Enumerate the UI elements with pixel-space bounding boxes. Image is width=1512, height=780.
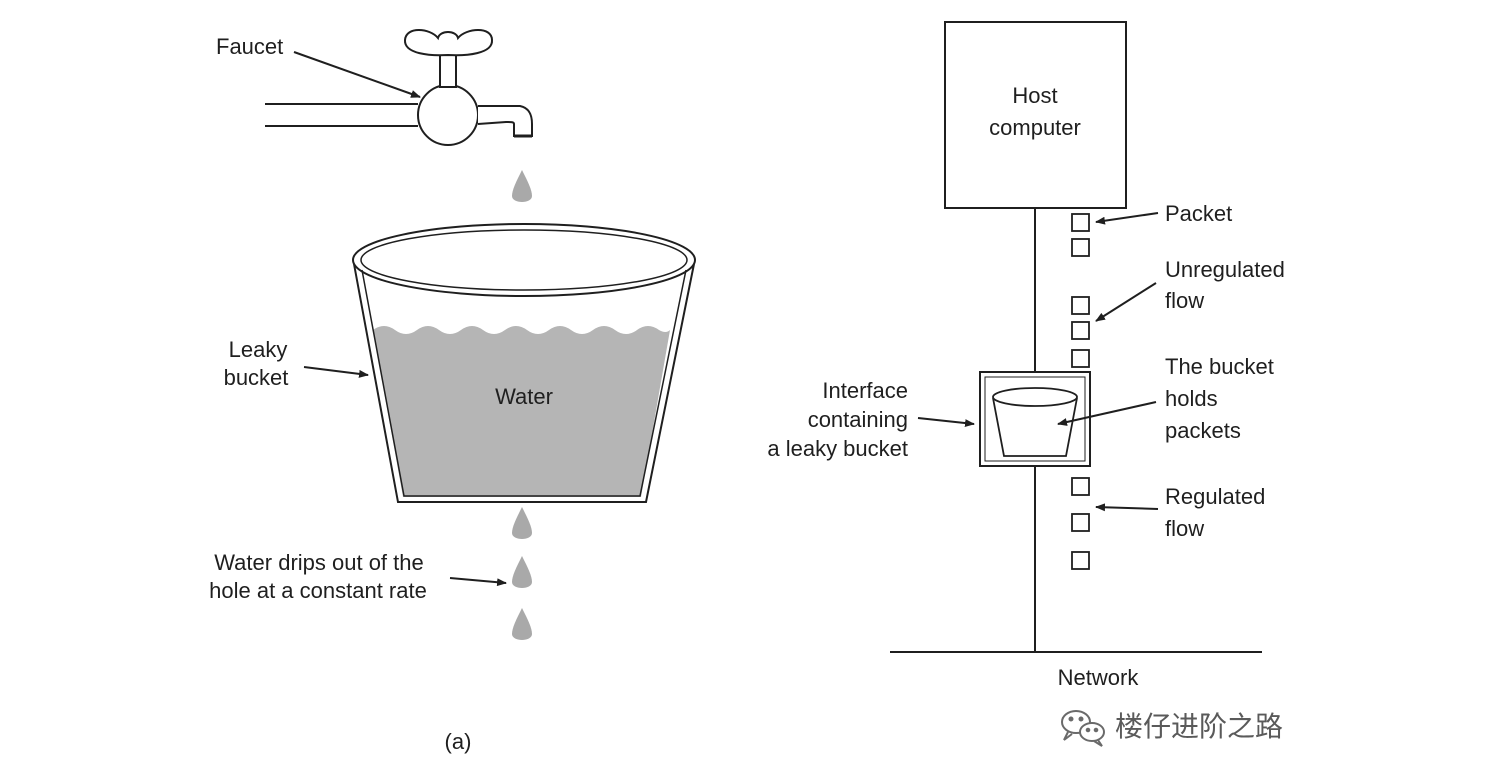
host-label-line2: computer	[989, 115, 1081, 140]
watermark-text: 楼仔进阶之路	[1115, 711, 1283, 742]
bucket-holds-label-line1: The bucket	[1165, 354, 1274, 379]
water-label: Water	[495, 384, 553, 409]
drips-arrow	[449, 577, 507, 587]
right-figure: Host computer Network Packe	[767, 21, 1285, 690]
leaky-bucket-label-line2: bucket	[224, 365, 289, 390]
water-drop-icon	[512, 507, 532, 539]
host-computer-box	[944, 21, 1127, 209]
network-label: Network	[1058, 665, 1140, 690]
packet	[1071, 321, 1090, 340]
interface-label-line1: Interface	[822, 378, 908, 403]
small-bucket-icon	[992, 387, 1078, 457]
bucket-holds-arrow	[1057, 401, 1157, 426]
faucet-arrow	[293, 51, 421, 98]
watermark: 楼仔进阶之路	[1061, 710, 1283, 747]
regulated-label-line2: flow	[1165, 516, 1204, 541]
unregulated-label-line1: Unregulated	[1165, 257, 1285, 282]
bucket-holds-label-line3: packets	[1165, 418, 1241, 443]
host-label-line1: Host	[1012, 83, 1057, 108]
leaky-bucket-label-line1: Leaky	[229, 337, 288, 362]
unregulated-arrow	[1095, 282, 1157, 322]
packet	[1071, 513, 1090, 532]
leaky-bucket-icon	[352, 223, 696, 503]
faucet-icon	[265, 29, 533, 146]
regulated-packets	[1071, 477, 1090, 570]
regulated-label-line1: Regulated	[1165, 484, 1265, 509]
wechat-icon	[1061, 710, 1105, 747]
bucket-holds-label-line2: holds	[1165, 386, 1218, 411]
packet	[1071, 477, 1090, 496]
packet	[1071, 238, 1090, 257]
left-figure: Faucet Water Leaky bucket Water drips ou…	[209, 29, 696, 754]
faucet-label: Faucet	[216, 34, 283, 59]
drips-label-line2: hole at a constant rate	[209, 578, 427, 603]
water-drop-icon	[512, 556, 532, 588]
water-fill	[373, 326, 670, 497]
regulated-arrow	[1095, 503, 1159, 512]
interface-arrow	[917, 417, 975, 428]
interface-label-line2: containing	[808, 407, 908, 432]
packet	[1071, 349, 1090, 368]
unregulated-label-line2: flow	[1165, 288, 1204, 313]
packet-label: Packet	[1165, 201, 1232, 226]
unregulated-packets	[1071, 213, 1090, 368]
water-drop-icon	[512, 170, 532, 202]
packet	[1071, 213, 1090, 232]
packet-arrow	[1095, 212, 1159, 225]
figure-caption: (a)	[445, 729, 472, 754]
packet	[1071, 296, 1090, 315]
drips-label-line1: Water drips out of the	[214, 550, 424, 575]
interface-label-line3: a leaky bucket	[767, 436, 908, 461]
leaky-bucket-arrow	[303, 366, 369, 378]
water-drop-icon	[512, 608, 532, 640]
packet	[1071, 551, 1090, 570]
